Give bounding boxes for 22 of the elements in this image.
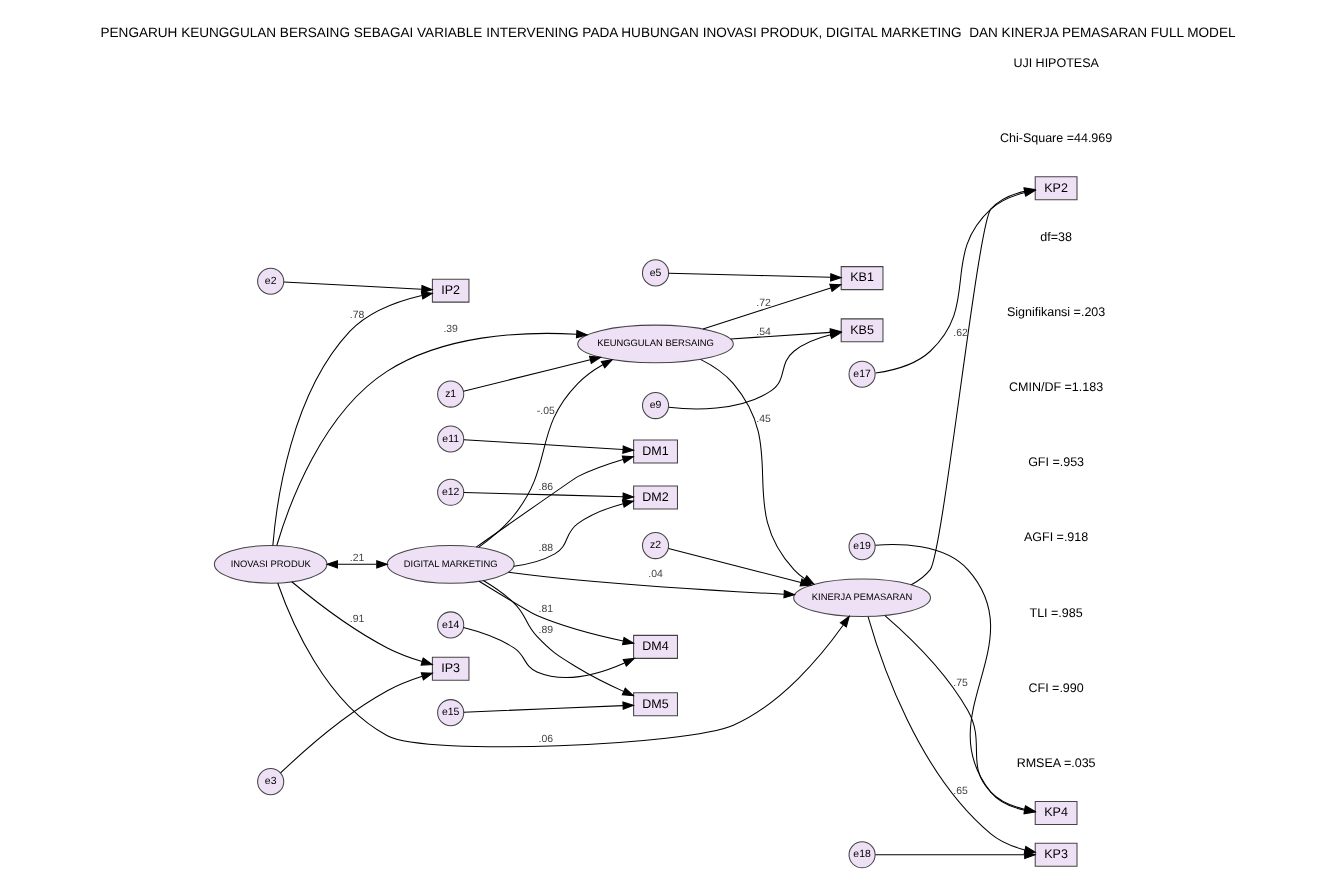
- arrow: [477, 579, 635, 645]
- arrow: [276, 581, 850, 747]
- arrow: [512, 498, 634, 566]
- arrow: [667, 271, 842, 281]
- arrow: [282, 280, 433, 293]
- arrow: [481, 579, 634, 696]
- arrow: [324, 558, 388, 568]
- arrow: [873, 849, 1036, 859]
- arrow: [666, 547, 812, 586]
- arrow: [461, 626, 635, 677]
- arrow: [477, 358, 613, 547]
- arrow: [275, 328, 588, 545]
- arrow: [474, 454, 634, 547]
- arrow: [279, 671, 433, 773]
- arrow: [506, 570, 796, 598]
- arrow: [271, 290, 433, 545]
- arrow: [462, 700, 635, 712]
- arrow: [701, 282, 842, 329]
- arrow: [462, 354, 602, 391]
- arrow: [462, 438, 635, 453]
- arrow: [462, 491, 635, 501]
- arrow: [290, 580, 433, 665]
